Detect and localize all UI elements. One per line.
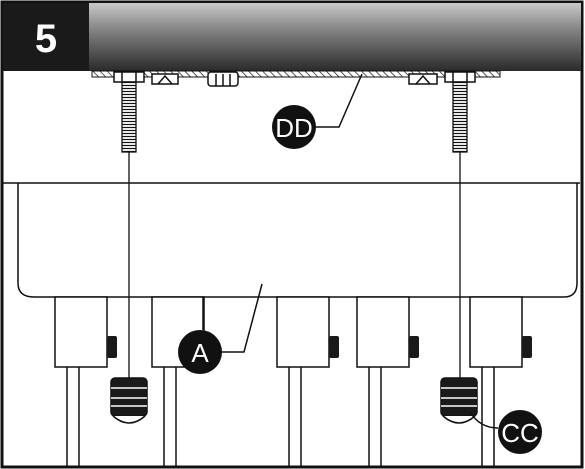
callout-cc: CC (498, 410, 542, 454)
step-header: 5 (3, 3, 581, 71)
step-number-box (3, 3, 89, 71)
nut-left (113, 71, 145, 83)
mounting-plate-hatch (91, 70, 501, 78)
cap-nut-right (440, 377, 478, 424)
nut-right (444, 71, 476, 83)
module-box-5 (469, 296, 523, 368)
plate-hardware (113, 71, 476, 87)
module-box-4 (356, 296, 410, 368)
callout-a-label: A (191, 338, 209, 368)
cables (66, 367, 495, 467)
clip-left (151, 73, 179, 85)
leader-a (220, 283, 263, 353)
callout-dd-label: DD (275, 113, 313, 143)
callout-cc-label: CC (501, 418, 539, 448)
mounting-plate (91, 70, 501, 78)
step-number: 5 (35, 17, 57, 61)
callout-dd: DD (272, 105, 316, 149)
callout-a: A (178, 330, 222, 374)
module-tab-4 (409, 336, 419, 358)
module-tab-3 (329, 336, 339, 358)
leader-lines (202, 73, 499, 429)
module-box-1 (54, 296, 108, 368)
cap-nuts (110, 377, 478, 424)
module-box-3 (276, 296, 330, 368)
cap-nut-left (110, 377, 148, 424)
threaded-rod-right (452, 81, 468, 153)
header-gradient-bar (88, 3, 581, 71)
clip-right (408, 73, 438, 85)
threaded-rods (121, 81, 468, 378)
leader-cc (469, 411, 499, 429)
module-tab-1 (107, 336, 117, 358)
threaded-rod-left (121, 81, 137, 153)
module-tab-5 (522, 336, 532, 358)
leader-dd (316, 73, 363, 128)
